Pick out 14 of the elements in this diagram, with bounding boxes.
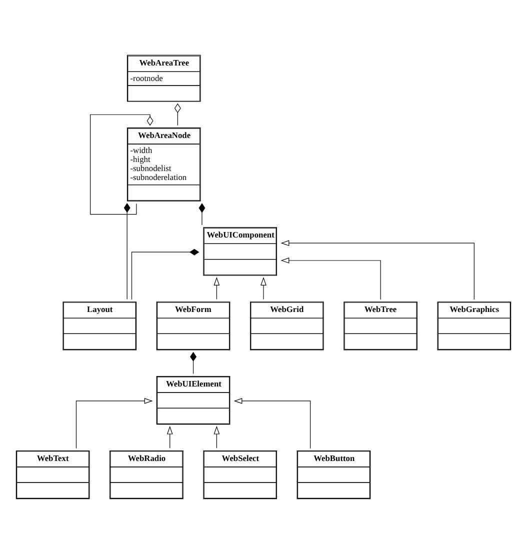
arrow: [213, 426, 220, 448]
arrow: [233, 398, 310, 449]
connector: [174, 103, 180, 126]
arrow: [213, 277, 220, 300]
arrow: [166, 426, 172, 448]
arrow: [280, 240, 474, 300]
connector: [90, 114, 153, 215]
connector: [130, 248, 199, 300]
arrow: [260, 277, 266, 300]
arrow: [280, 258, 380, 300]
connector: [123, 203, 130, 300]
arrow: [75, 398, 152, 449]
connector: [198, 203, 205, 226]
connector: [190, 352, 196, 374]
